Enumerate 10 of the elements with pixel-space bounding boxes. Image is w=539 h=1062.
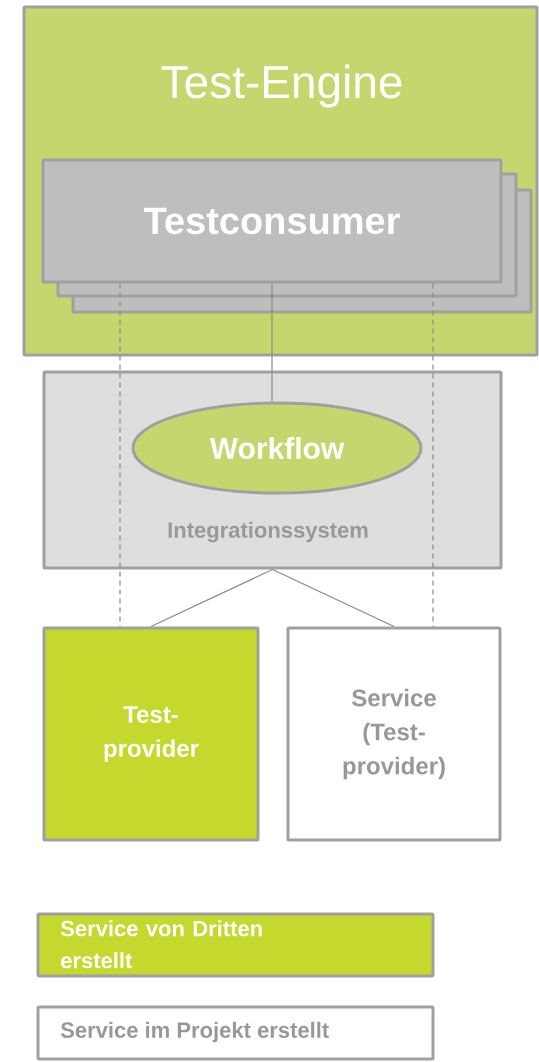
connector-line xyxy=(119,282,121,628)
stacked-box: Testconsumer xyxy=(41,158,533,314)
connector-line xyxy=(150,568,274,628)
connector-line xyxy=(271,282,273,403)
connector-line xyxy=(432,282,434,628)
service-box: Service (Test-provider) xyxy=(286,626,502,842)
provider-box: Test-provider xyxy=(42,626,260,842)
legend-text: Service im Projekt erstellt xyxy=(60,1021,329,1043)
legend-text: Service von Dritten erstellt xyxy=(60,920,262,969)
connector-line xyxy=(271,568,395,628)
